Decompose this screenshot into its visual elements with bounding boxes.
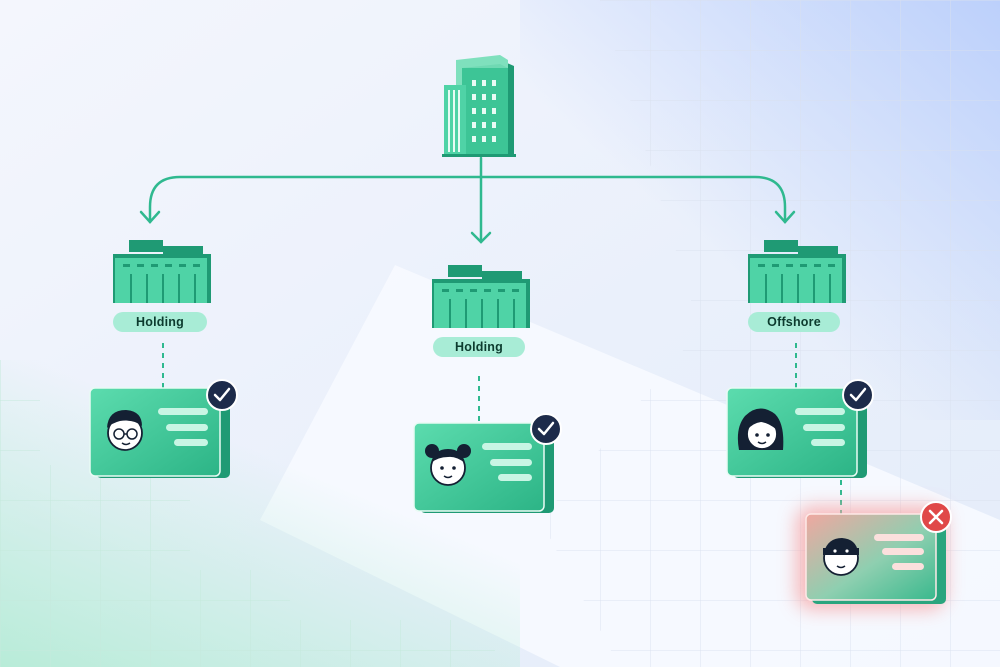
connector-left-arrowhead: [139, 210, 161, 224]
background-grid-right: [540, 0, 1000, 667]
warehouse-icon-2: [432, 265, 530, 328]
dashed-links: [162, 343, 842, 514]
warehouse-icon-1: [113, 240, 211, 303]
background-grid-left: [0, 360, 495, 667]
rejected-x-icon: [920, 501, 952, 533]
owner-card-1: [89, 387, 230, 478]
owner-card-3: [726, 387, 867, 478]
connector-right: [479, 175, 787, 224]
verified-check-icon-3: [842, 379, 874, 411]
verified-check-icon-1: [206, 379, 238, 411]
person-with-long-hair-face-icon: [737, 408, 784, 450]
warehouse-icon-3: [748, 240, 846, 303]
masked-person-face-icon: [823, 538, 859, 576]
owner-card-2: [413, 422, 554, 513]
entity-label-holding-center: Holding: [433, 337, 525, 357]
office-building-icon: [442, 55, 516, 157]
connector-left: [148, 156, 483, 224]
connector-lines: [139, 156, 796, 244]
connector-right-arrowhead: [774, 210, 796, 224]
verified-check-icon-2: [530, 413, 562, 445]
entity-label-holding-left: Holding: [113, 312, 207, 332]
entity-label-offshore: Offshore: [748, 312, 840, 332]
hidden-owner-card: [805, 513, 946, 604]
person-with-glasses-face-icon: [107, 410, 143, 451]
person-with-hair-buns-face-icon: [425, 444, 471, 486]
connector-center-arrowhead: [470, 231, 492, 244]
